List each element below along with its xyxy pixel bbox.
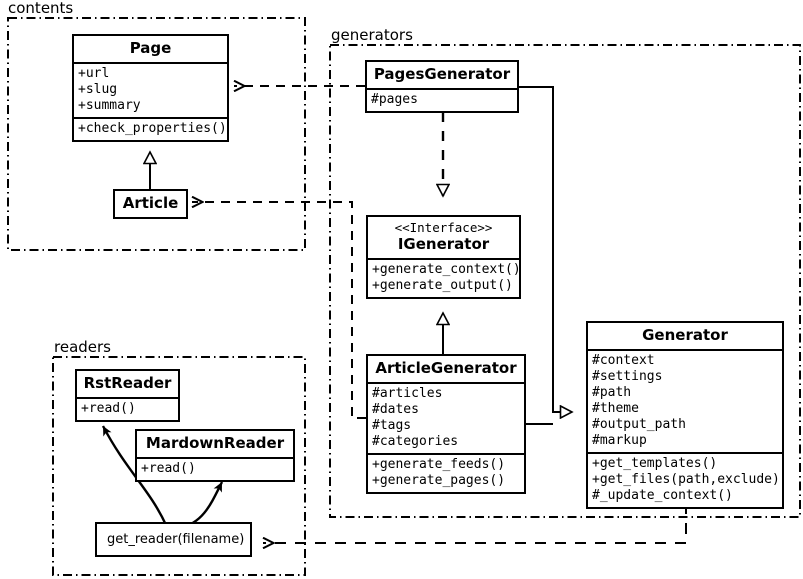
package-frame-contents bbox=[7, 17, 306, 251]
method: +read() bbox=[141, 461, 196, 476]
class-methods-mardownreader: +read() bbox=[137, 457, 293, 480]
method: +get_files(path,exclude) bbox=[592, 472, 780, 487]
package-label-readers: readers bbox=[54, 338, 111, 356]
attribute: #articles bbox=[372, 386, 443, 401]
package-label-generators: generators bbox=[331, 26, 413, 44]
class-name-generator: Generator bbox=[642, 326, 728, 344]
package-frame-readers bbox=[52, 356, 306, 576]
class-box-page[interactable]: Page +url +slug +summary +check_properti… bbox=[72, 34, 229, 142]
class-stereotype-igenerator: <<Interface>> bbox=[394, 220, 493, 235]
attribute: #markup bbox=[592, 433, 647, 448]
function-name-get-reader: get_reader(filename) bbox=[107, 532, 245, 547]
package-frame-generators bbox=[329, 44, 801, 518]
class-box-mardownreader[interactable]: MardownReader +read() bbox=[135, 429, 295, 482]
attribute: #theme bbox=[592, 401, 639, 416]
attribute: #context bbox=[592, 353, 655, 368]
class-methods-rstreader: +read() bbox=[77, 397, 178, 420]
method: +generate_feeds() bbox=[372, 457, 506, 472]
attribute: +slug bbox=[78, 82, 118, 97]
relation-generators-generalize-generator bbox=[519, 86, 572, 425]
relation-generator-depends-getreader bbox=[263, 503, 687, 543]
class-attributes-page: +url +slug +summary bbox=[74, 62, 227, 117]
class-attributes-articlegenerator: #articles #dates #tags #categories bbox=[368, 382, 524, 453]
attribute: +url bbox=[78, 66, 110, 81]
attribute: #path bbox=[592, 385, 632, 400]
class-box-article[interactable]: Article bbox=[113, 189, 188, 219]
class-name-rstreader: RstReader bbox=[83, 374, 172, 392]
attribute: #dates bbox=[372, 402, 419, 417]
attribute: #pages bbox=[371, 92, 418, 107]
method: +check_properties() bbox=[78, 121, 227, 136]
class-methods-page: +check_properties() bbox=[74, 117, 227, 140]
class-box-articlegenerator[interactable]: ArticleGenerator #articles #dates #tags … bbox=[366, 354, 526, 494]
class-methods-igenerator: +generate_context() +generate_output() bbox=[368, 258, 521, 297]
class-box-igenerator[interactable]: <<Interface>> IGenerator +generate_conte… bbox=[366, 215, 521, 299]
class-box-generator[interactable]: Generator #context #settings #path #them… bbox=[586, 321, 784, 509]
class-box-rstreader[interactable]: RstReader +read() bbox=[75, 369, 180, 422]
class-attributes-generator: #context #settings #path #theme #output_… bbox=[588, 349, 782, 452]
class-methods-articlegenerator: +generate_feeds() +generate_pages() bbox=[368, 453, 524, 492]
function-box-get-reader[interactable]: get_reader(filename) bbox=[95, 522, 252, 557]
attribute: #settings bbox=[592, 369, 663, 384]
class-methods-generator: +get_templates() +get_files(path,exclude… bbox=[588, 452, 782, 507]
class-box-pagesgenerator[interactable]: PagesGenerator #pages bbox=[365, 60, 519, 113]
relation-articlegenerator-depends-article bbox=[192, 202, 366, 419]
class-name-mardownreader: MardownReader bbox=[145, 434, 285, 452]
class-name-article: Article bbox=[122, 194, 179, 212]
method: +read() bbox=[81, 401, 136, 416]
attribute: +summary bbox=[78, 98, 141, 113]
method: +generate_output() bbox=[372, 278, 513, 293]
class-attributes-pagesgenerator: #pages bbox=[367, 88, 517, 111]
method: +generate_context() bbox=[372, 262, 521, 277]
package-label-contents: contents bbox=[8, 0, 74, 17]
class-name-articlegenerator: ArticleGenerator bbox=[375, 359, 517, 377]
method: +get_templates() bbox=[592, 456, 718, 471]
class-name-igenerator: IGenerator bbox=[397, 235, 490, 253]
method: #_update_context() bbox=[592, 488, 733, 503]
attribute: #categories bbox=[372, 434, 459, 449]
attribute: #output_path bbox=[592, 417, 686, 432]
method: +generate_pages() bbox=[372, 473, 506, 488]
class-name-page: Page bbox=[129, 39, 172, 57]
class-name-pagesgenerator: PagesGenerator bbox=[373, 65, 511, 83]
attribute: #tags bbox=[372, 418, 412, 433]
